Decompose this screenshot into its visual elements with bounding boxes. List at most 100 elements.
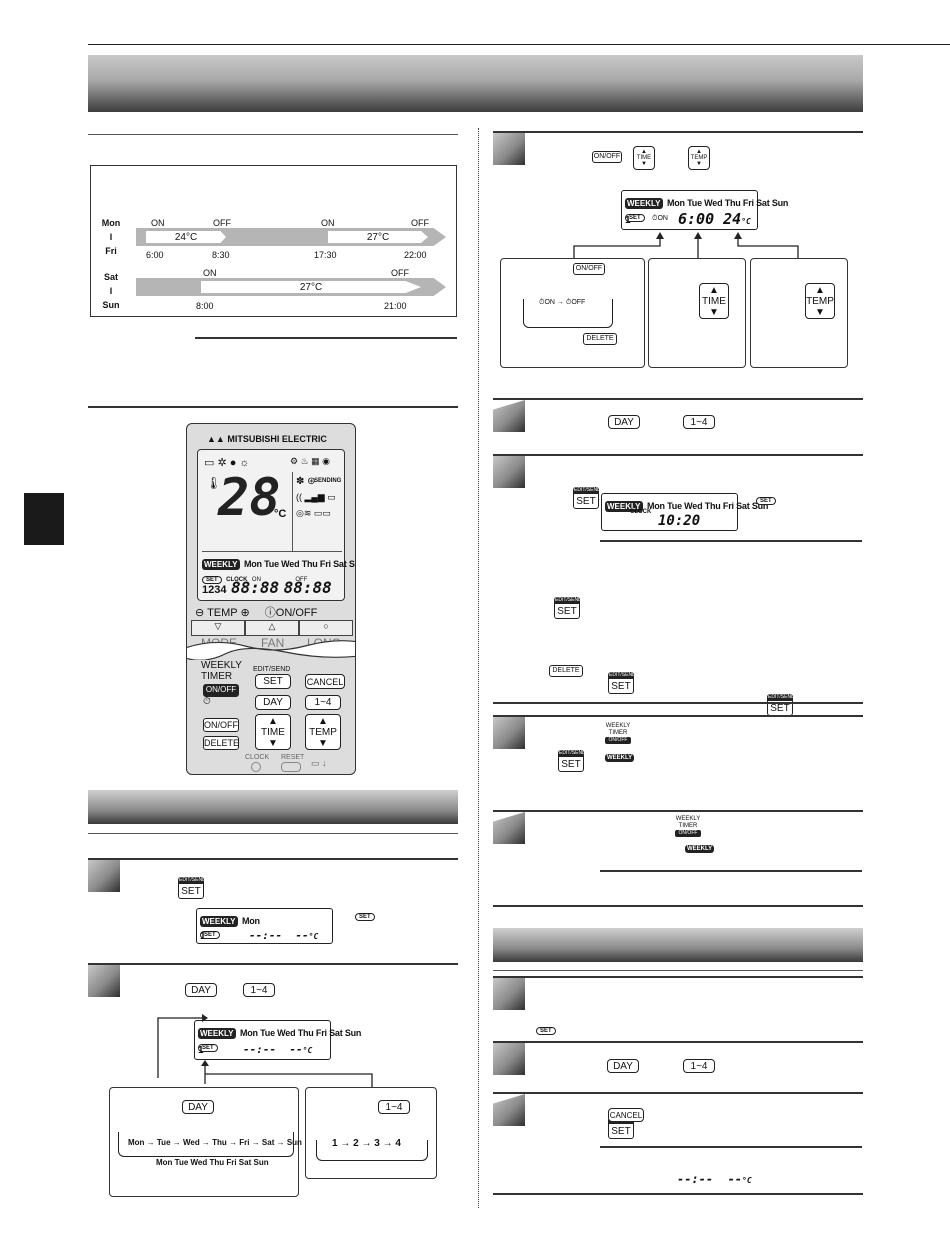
step-marker-6: [493, 717, 525, 749]
time-button-icon: ▲TIME▼: [633, 146, 655, 170]
off-label: OFF: [213, 218, 231, 228]
on-label: ON: [203, 268, 217, 278]
program-numbers: 1234: [202, 584, 227, 596]
page-header-bar: [88, 55, 863, 112]
fan-button[interactable]: FAN: [261, 636, 285, 650]
temp-up-button[interactable]: △: [245, 620, 299, 636]
day-sequence-box: DAY Mon → Tue → Wed → Thu → Fri → Sat → …: [109, 1087, 302, 1197]
brand-logo: ▲▲ MITSUBISHI ELECTRIC: [207, 434, 327, 444]
temp-down-icon[interactable]: ⊖: [195, 607, 205, 619]
range-button-icon: 1~4: [683, 1059, 715, 1073]
clock-button-label: CLOCK: [245, 754, 270, 761]
onoff-delete-box: ON/OFF ⏱ON → ⏱OFF DELETE: [500, 258, 645, 368]
edit-send-label: EDIT/SEND: [253, 666, 291, 673]
lcd-set-row: SET CLOCK ON OFF: [202, 568, 307, 586]
on-indicator: ON: [251, 577, 261, 583]
section-rule: [493, 702, 863, 704]
day-button[interactable]: DAY: [255, 695, 291, 710]
set-indicator: SET: [202, 576, 222, 584]
step-marker-3: [493, 133, 525, 165]
delete-button-icon: DELETE: [583, 333, 617, 345]
timer-onoff-button[interactable]: ON/OFF: [203, 718, 239, 732]
big-temp: 28: [218, 468, 281, 528]
temp-button[interactable]: ▲TEMP▼: [305, 714, 341, 750]
weekday-block-2: 27°C: [328, 231, 428, 243]
mode-icons: ▭ ✲ ● ☼: [204, 457, 250, 469]
day-sequence: Mon → Tue → Wed → Thu → Fri → Sat → Sun: [128, 1138, 302, 1147]
section-rule: [493, 1193, 863, 1195]
left-top-rule: [88, 134, 458, 135]
off-label: OFF: [411, 218, 429, 228]
onoff-button[interactable]: ○: [299, 620, 353, 636]
delete-button-icon: DELETE: [549, 665, 583, 677]
step-rule: [493, 976, 863, 978]
on-label: ON: [151, 218, 165, 228]
onoff-label: ON/OFF: [275, 607, 318, 619]
range-button-icon: 1~4: [243, 983, 275, 997]
set-pill: SET: [536, 1027, 556, 1035]
delete-button[interactable]: DELETE: [203, 736, 240, 750]
rule: [493, 970, 863, 971]
lcd-rule: [202, 551, 342, 552]
timer-icon: ⏱: [203, 696, 211, 707]
on-time-digits: 88:88: [230, 578, 280, 597]
range-button[interactable]: 1~4: [305, 695, 341, 710]
sending-label: SENDING: [314, 478, 342, 484]
left-section-rule: [88, 406, 458, 408]
temp-down-button[interactable]: ▽: [191, 620, 245, 636]
status-icons: ⚙ ♨ ▦ ◉: [290, 456, 330, 466]
side-tab: [24, 493, 64, 545]
set-button[interactable]: SET: [255, 674, 291, 689]
loop-bracket: [118, 1132, 294, 1157]
weekly-indicator: WEEKLY: [202, 559, 240, 570]
weekly-timer-onoff-button[interactable]: ON/OFF: [203, 684, 239, 697]
step-rule: [88, 963, 458, 965]
temp-button-icon: ▲TEMP▼: [805, 283, 835, 319]
day-list: Mon Tue Wed Thu Fri Sat Sun: [243, 559, 356, 569]
step-rule: [493, 715, 863, 717]
section-header-bar-right: [493, 928, 863, 962]
day-button-icon: DAY: [185, 983, 217, 997]
fan-icon: ✽ ⊛: [296, 476, 316, 487]
step-marker-1: [88, 860, 120, 892]
day-button-icon: DAY: [607, 1059, 639, 1073]
lcd-step5: WEEKLY Mon Tue Wed Thu Fri Sat Sun CLOCK…: [601, 493, 768, 531]
weekly-timer-label: WEEKLY TIMER: [201, 660, 242, 682]
step-rule: [493, 1041, 863, 1043]
clock-button[interactable]: [251, 762, 261, 772]
weekday-block-1: 24°C: [146, 231, 226, 243]
weekly-indicator: WEEKLY: [685, 845, 715, 853]
range-button-icon: 1~4: [378, 1100, 410, 1114]
reset-button[interactable]: [281, 762, 301, 772]
number-sequence: 1 → 2 → 3 → 4: [332, 1138, 401, 1149]
top-rule: [88, 44, 950, 45]
power-icon: ⓘ: [264, 607, 276, 619]
number-sequence-box: 1~4 1 → 2 → 3 → 4: [305, 1087, 437, 1179]
temp-unit: °C: [274, 508, 287, 520]
off-time-digits: 88:88: [283, 578, 332, 597]
on-label: ON: [321, 218, 335, 228]
loop-bracket: [316, 1140, 428, 1161]
step-rule: [493, 454, 863, 456]
connector-lines: [157, 1014, 373, 1088]
temp-row: ⊖ TEMP ⊕ ⓘON/OFF: [195, 604, 349, 620]
day-button-icon: DAY: [182, 1100, 214, 1114]
temp-box: ▲TEMP▼: [750, 258, 848, 368]
time-button[interactable]: ▲TIME▼: [255, 714, 291, 750]
temp-up-icon[interactable]: ⊕: [240, 607, 250, 619]
onoff-button-icon: ON/OFF: [592, 151, 622, 163]
section-header-bar-left: [88, 790, 458, 824]
cancel-button[interactable]: CANCEL: [305, 674, 345, 689]
step-marker-2: [88, 965, 120, 997]
loop-bracket: [523, 299, 613, 328]
step-marker-c2: [493, 1043, 525, 1075]
step-rule: [88, 858, 458, 860]
remote-lcd: ▭ ✲ ● ☼ ⚙ ♨ ▦ ◉ 🌡 28 °C ✽ ⊛ SENDING (( ▂…: [197, 449, 355, 601]
time-box: ▲TIME▼: [648, 258, 746, 368]
step-marker-5: [493, 456, 525, 488]
